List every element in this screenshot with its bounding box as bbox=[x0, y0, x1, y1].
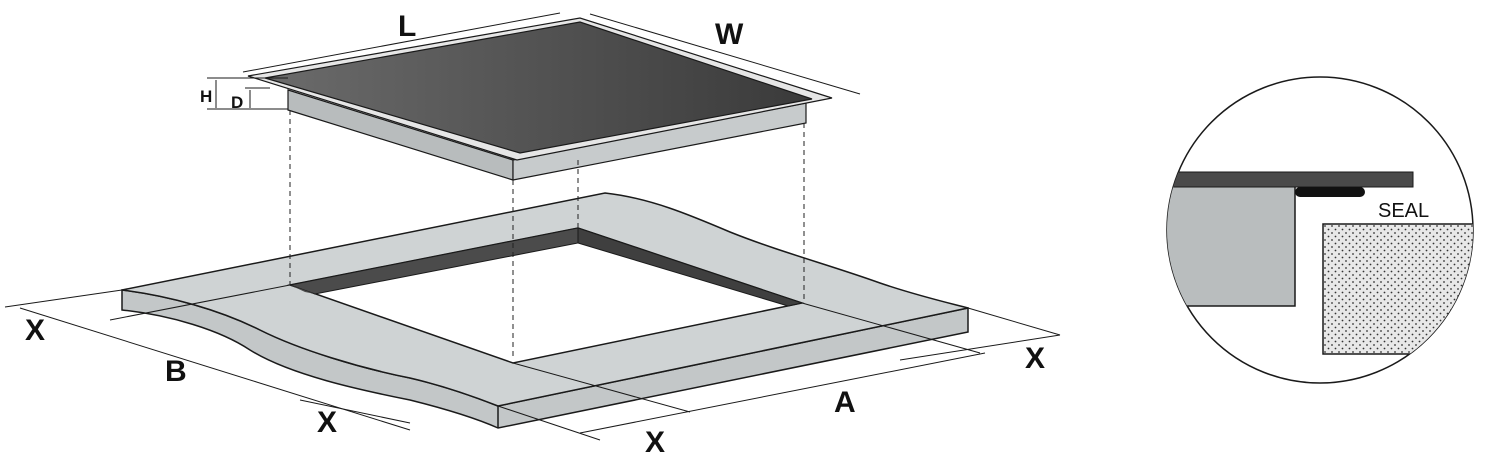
label-clearance-left: X bbox=[25, 314, 45, 347]
label-clearance-bottom: X bbox=[645, 426, 665, 459]
worktop bbox=[121, 192, 969, 429]
label-cutout-b: B bbox=[165, 355, 187, 388]
label-width: W bbox=[715, 18, 744, 51]
label-depth: D bbox=[231, 93, 243, 112]
hob-glass-top bbox=[264, 21, 813, 154]
detail-glass bbox=[1167, 171, 1414, 188]
hob bbox=[247, 17, 833, 181]
detail-worktop bbox=[1167, 185, 1296, 307]
detail-hob-body bbox=[1322, 223, 1473, 355]
seal-detail: SEAL bbox=[1166, 76, 1474, 384]
cutout-right-wall bbox=[577, 227, 804, 307]
cutout-left-wall bbox=[290, 285, 315, 294]
label-clearance-bottom-left: X bbox=[317, 406, 337, 439]
projection-lines bbox=[289, 110, 805, 360]
seal-label: SEAL bbox=[1378, 200, 1429, 222]
dimension-labels: L W H D X B X X A X bbox=[25, 10, 1045, 459]
label-clearance-right: X bbox=[1025, 342, 1045, 375]
label-cutout-a: A bbox=[834, 386, 856, 419]
detail-seal bbox=[1295, 187, 1365, 197]
label-length: L bbox=[398, 10, 416, 43]
dimension-lines bbox=[4, 12, 1061, 441]
label-height: H bbox=[200, 87, 212, 106]
